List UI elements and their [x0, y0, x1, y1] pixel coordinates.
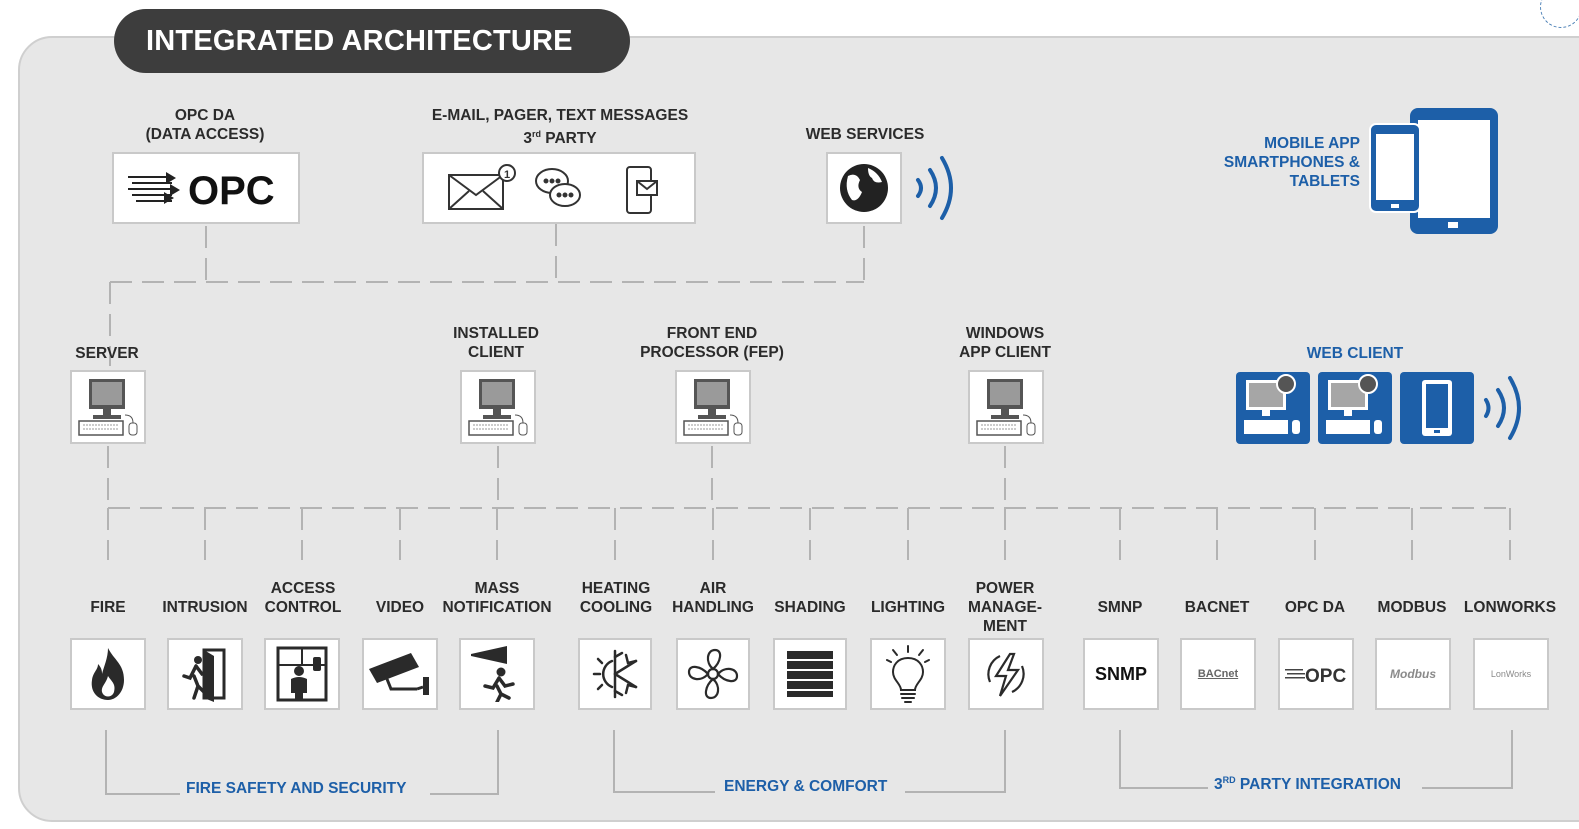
door-exit-icon — [182, 648, 226, 702]
security-camera-icon — [369, 653, 429, 695]
heating-cooling-box — [578, 638, 652, 710]
opc-da-protocol-label: OPC DA — [1284, 599, 1346, 616]
chat-icon — [535, 168, 581, 207]
shading-label: SHADING — [774, 599, 846, 616]
light-bulb-icon — [886, 645, 930, 703]
fire-safety-group-label: FIRE SAFETY AND SECURITY — [180, 780, 413, 798]
opc-logo-icon: OPC — [128, 169, 275, 213]
heat-snowflake-icon — [592, 649, 638, 699]
snmp-logo: SNMP — [1094, 663, 1147, 684]
computer-icon — [683, 379, 743, 436]
lighting-box — [870, 638, 946, 710]
lightning-bolt-icon — [987, 652, 1025, 697]
installed-client-computer — [460, 370, 536, 444]
page-title: INTEGRATED ARCHITECTURE — [114, 9, 630, 73]
lighting-label: LIGHTING — [870, 599, 946, 616]
shading-box — [773, 638, 847, 710]
opc-logo-box: OPC — [112, 152, 300, 224]
fire-box — [70, 638, 146, 710]
opc-small-logo-icon: OPC — [1285, 666, 1346, 685]
tablet-icon — [1400, 372, 1474, 444]
svg-text:OPC: OPC — [188, 169, 275, 213]
video-box — [362, 638, 438, 710]
lonworks-logo: LonWorks — [1490, 669, 1532, 679]
email-icon: 1 — [448, 164, 516, 210]
notifications-box: 1 — [422, 152, 696, 224]
svg-text:OPC: OPC — [1305, 666, 1346, 685]
fire-label: FIRE — [90, 599, 126, 616]
mass-notification-box — [459, 638, 535, 710]
email-label: E-MAIL, PAGER, TEXT MESSAGES 3rd PARTY — [431, 107, 689, 148]
server-computer — [70, 370, 146, 444]
bacnet-logo: BACnet — [1197, 668, 1239, 680]
modbus-logo: Modbus — [1390, 667, 1436, 681]
web-services-label: WEB SERVICES — [805, 126, 925, 143]
modbus-label: MODBUS — [1377, 599, 1447, 616]
blinds-icon — [787, 651, 833, 697]
web-client-label: WEB CLIENT — [1306, 345, 1404, 362]
bacnet-label: BACNET — [1184, 599, 1250, 616]
flame-icon — [91, 648, 124, 700]
computer-icon — [78, 379, 138, 436]
access-door-icon — [276, 646, 328, 702]
intrusion-label: INTRUSION — [162, 599, 248, 616]
web-client-devices — [1236, 372, 1521, 444]
corner-decoration — [1540, 0, 1579, 28]
video-label: VIDEO — [375, 599, 425, 616]
snmp-logo-box: SNMP — [1083, 638, 1159, 710]
access-control-box — [264, 638, 340, 710]
fep-computer — [675, 370, 751, 444]
windows-client-computer — [968, 370, 1044, 444]
bacnet-logo-box: BACnet — [1180, 638, 1256, 710]
web-computer-icon — [1318, 372, 1392, 444]
fan-icon — [687, 648, 739, 700]
third-party-group-label: 3RD PARTY INTEGRATION — [1208, 775, 1407, 795]
megaphone-runner-icon — [471, 646, 515, 702]
computer-icon — [976, 379, 1036, 436]
computer-icon — [468, 379, 528, 436]
phone-message-icon — [626, 166, 658, 214]
server-label: SERVER — [75, 345, 139, 362]
smnp-label: SMNP — [1097, 599, 1143, 616]
opc-logo-small-box: OPC — [1278, 638, 1354, 710]
lonworks-label: LONWORKS — [1463, 599, 1557, 616]
web-computer-icon — [1236, 372, 1310, 444]
lonworks-logo-box: LonWorks — [1473, 638, 1549, 710]
web-services-box — [826, 152, 902, 224]
air-handling-box — [676, 638, 750, 710]
svg-text:1: 1 — [504, 169, 510, 181]
energy-comfort-group-label: ENERGY & COMFORT — [718, 778, 894, 796]
modbus-logo-box: Modbus — [1375, 638, 1451, 710]
opc-da-label: OPC DA(DATA ACCESS) — [145, 107, 265, 143]
globe-icon — [840, 164, 888, 212]
mobile-devices-icon — [1369, 108, 1498, 234]
power-management-box — [968, 638, 1044, 710]
wireless-signal-icon — [1484, 376, 1521, 440]
wireless-signal-icon — [916, 156, 953, 220]
intrusion-box — [167, 638, 243, 710]
